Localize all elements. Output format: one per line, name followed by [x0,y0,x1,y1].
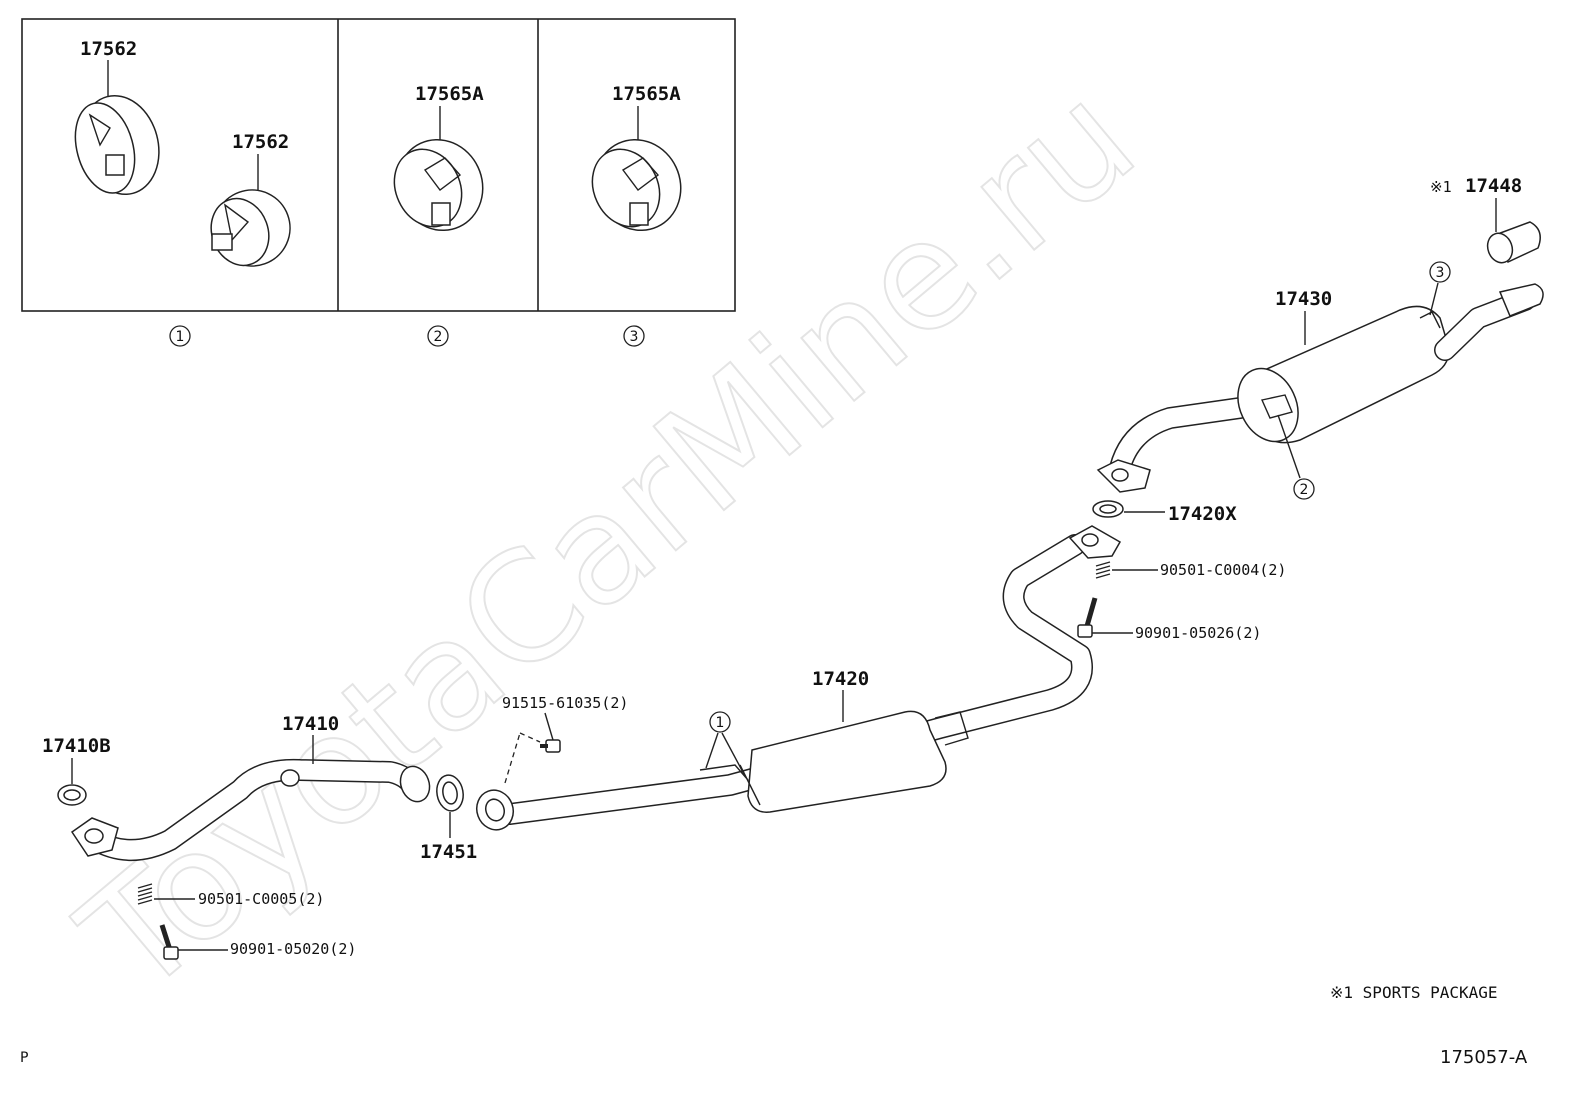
label-91515-61035: 91515-61035(2) [502,694,628,712]
label-17451: 17451 [420,841,477,863]
inset-panel-1: 17562 17562 1 [74,38,291,347]
gasket-17420X [1092,500,1124,518]
label-17420X: 17420X [1168,503,1237,525]
inset-marker-3: 3 [630,329,639,345]
label-90901-05026: 90901-05026(2) [1135,624,1261,642]
marker-hanger-bottom-17430: 2 [1300,482,1309,498]
label-17448: 17448 [1465,175,1522,197]
label-90501-C0005: 90501-C0005(2) [198,890,324,908]
front-pipe-17410 [70,758,431,861]
hanger-rubber-17565A [393,138,484,232]
tail-tip-17448 [1486,221,1541,264]
inset-panel-3: 17565A 3 [591,83,682,347]
bolt-91515 [540,739,561,753]
hanger-inset: 17562 17562 1 17565A [21,18,736,347]
spring-front [137,883,153,905]
spring-rear [1095,561,1111,579]
inset-panel-2: 17565A 2 [393,83,484,347]
gasket-17410B [57,784,87,806]
hanger-rubber-17565A [591,138,682,232]
inset-part-label: 17562 [232,131,289,153]
inset-part-label: 17565A [415,83,484,105]
center-pipe-17420 [476,525,1122,831]
footnote-sports-package: ※1 SPORTS PACKAGE [1330,983,1498,1002]
corner-letter: P [20,1050,28,1066]
bolt-rear [1077,597,1098,638]
bolt-front [159,924,179,960]
inset-marker-1: 1 [176,329,185,345]
marker-hanger-17420: 1 [716,715,725,731]
diagram-code: 175057-A [1440,1047,1528,1068]
label-17410: 17410 [282,713,339,735]
tail-pipe-17430 [1096,283,1544,493]
label-17448-prefix: ※1 [1430,178,1452,196]
hanger-rubber-17562 [210,189,291,267]
inset-part-label: 17562 [80,38,137,60]
gasket-17451 [436,774,464,812]
label-90501-C0004: 90501-C0004(2) [1160,561,1286,579]
label-17420: 17420 [812,668,869,690]
hanger-rubber-17562 [74,94,160,196]
inset-part-label: 17565A [612,83,681,105]
inset-marker-2: 2 [434,329,443,345]
label-17430: 17430 [1275,288,1332,310]
label-17410B: 17410B [42,735,111,757]
label-90901-05020: 90901-05020(2) [230,940,356,958]
marker-hanger-top-17430: 3 [1436,265,1445,281]
